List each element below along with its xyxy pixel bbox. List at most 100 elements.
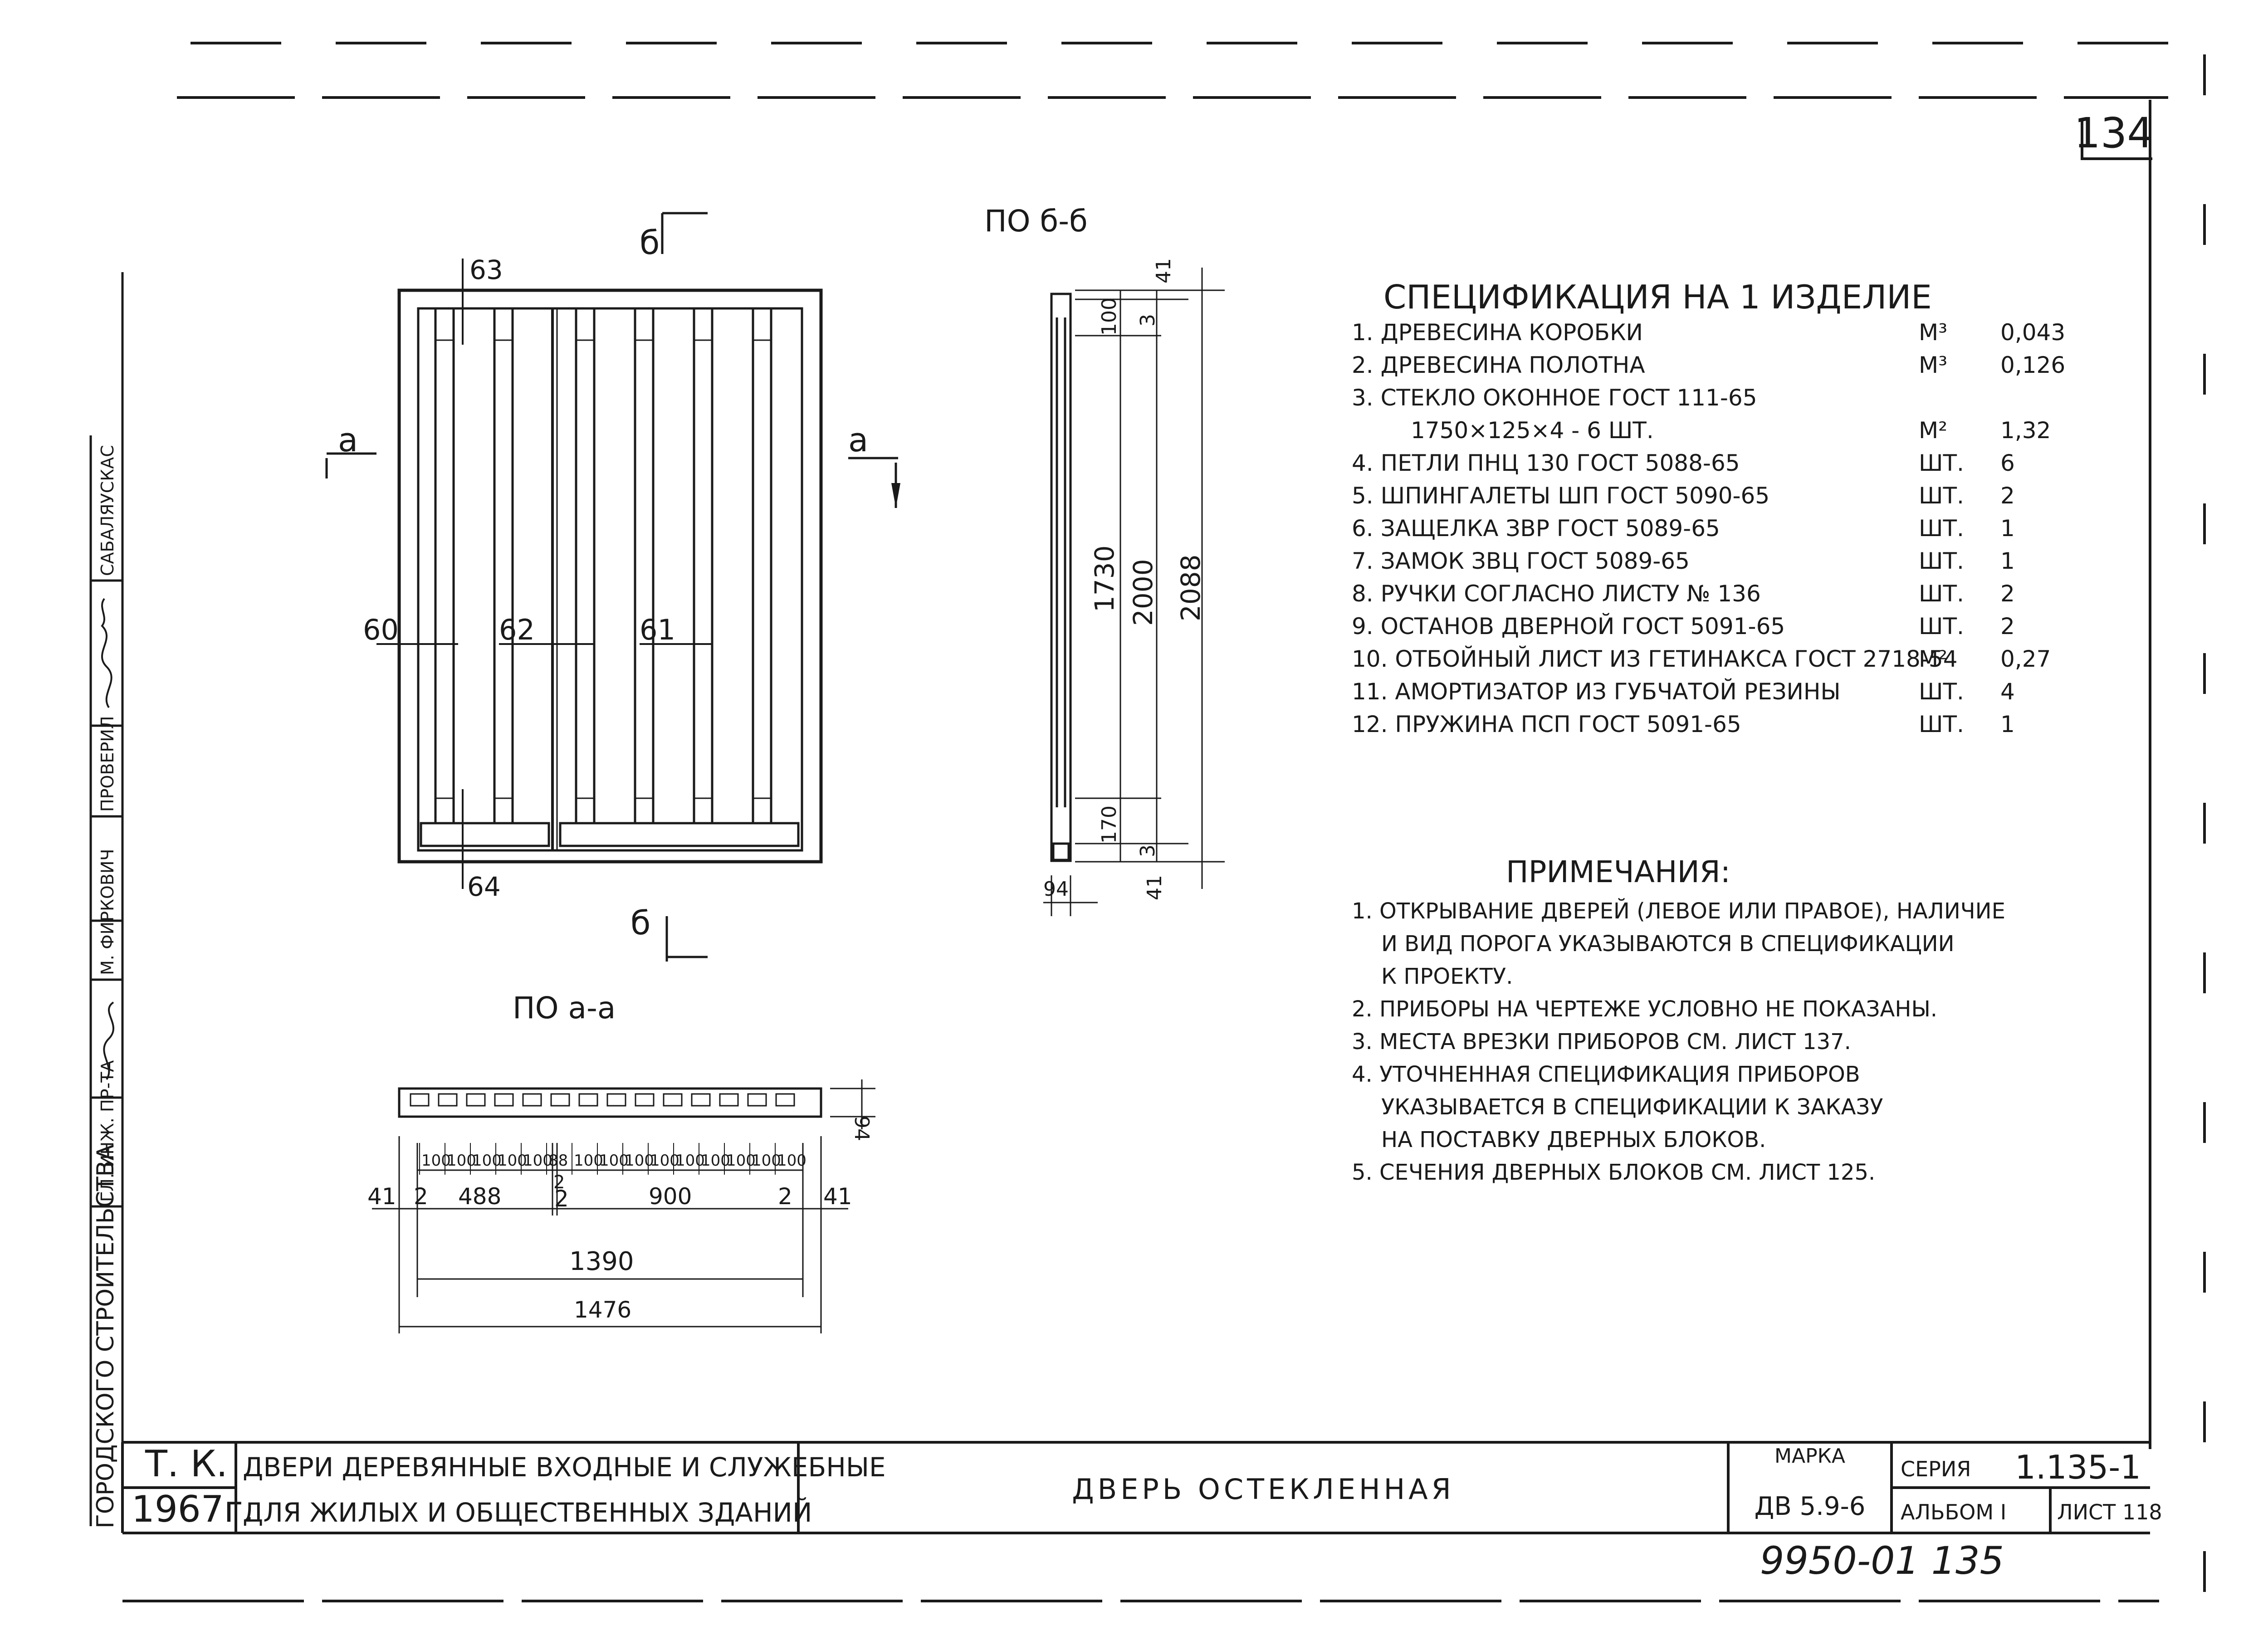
title-block: Т. К. 1967г. ДВЕРИ ДЕРЕВЯННЫЕ ВХОДНЫЕ И … — [121, 1442, 2162, 1534]
spec-item-text: 8. РУЧКИ СОГЛАСНО ЛИСТУ № 136 — [1352, 581, 1761, 607]
glazing-bar-6 — [752, 307, 772, 825]
dim-64: 64 — [467, 871, 501, 902]
notes-lines: 1. ОТКРЫВАНИЕ ДВЕРЕЙ (ЛЕВОЕ ИЛИ ПРАВОЕ),… — [1352, 898, 2005, 1185]
spec-item-text: 2. ДРЕВЕСИНА ПОЛОТНА — [1352, 352, 1645, 378]
aa-pane-13 — [747, 1093, 767, 1107]
spec-item-qty: 1,32 — [2000, 417, 2051, 444]
note-line: 3. МЕСТА ВРЕЗКИ ПРИБОРОВ СМ. ЛИСТ 137. — [1352, 1029, 1851, 1054]
aa-pane-8 — [606, 1093, 626, 1107]
spec-item-qty: 4 — [2000, 679, 2015, 705]
sheet-number-box: 134 — [2074, 109, 2154, 160]
spec-item-unit: М² — [1919, 417, 1947, 444]
aa-pane-1 — [410, 1093, 430, 1107]
sheet-frame — [122, 42, 2214, 1606]
spec-item-text: 6. ЗАЩЕЛКА ЗВР ГОСТ 5089-65 — [1352, 515, 1720, 542]
note-line: 2. ПРИБОРЫ НА ЧЕРТЕЖЕ УСЛОВНО НЕ ПОКАЗАН… — [1352, 996, 1937, 1022]
spec-item-qty: 1 — [2000, 711, 2015, 737]
note-line: УКАЗЫВАЕТСЯ В СПЕЦИФИКАЦИИ К ЗАКАЗУ — [1381, 1094, 1883, 1120]
signature-2 — [101, 598, 112, 708]
front-view: б б а а 63 64 60 62 61 — [325, 212, 900, 962]
section-aa-title: ПО а-а — [513, 991, 616, 1025]
spec-item-unit: ШТ. — [1919, 613, 1964, 639]
tb-sheet-label: ЛИСТ 118 — [2057, 1500, 2162, 1524]
section-aa-dimension-lines — [372, 1136, 848, 1333]
spec-item-text: 5. ШПИНГАЛЕТЫ ШП ГОСТ 5090-65 — [1352, 483, 1769, 509]
dim-94: 94 — [1043, 878, 1069, 901]
dim-2-c: 2 — [554, 1186, 569, 1212]
spec-item-qty: 0,27 — [2000, 646, 2051, 672]
section-label-b-top: б — [640, 224, 660, 262]
tb-album-label: АЛЬБОМ I — [1901, 1500, 2006, 1524]
dim-41-bottom: 41 — [1143, 875, 1166, 900]
dim-3-top: 3 — [1136, 314, 1159, 327]
aa-pane-3 — [466, 1093, 486, 1107]
note-line: И ВИД ПОРОГА УКАЗЫВАЮТСЯ В СПЕЦИФИКАЦИИ — [1381, 931, 1955, 957]
callout-61: 61 — [640, 613, 675, 646]
spec-item-qty: 2 — [2000, 483, 2015, 509]
aa-small-dim-label: 100 — [523, 1152, 552, 1170]
dim-488: 488 — [458, 1183, 501, 1210]
dim-2000: 2000 — [1128, 559, 1158, 626]
aa-pane-7 — [578, 1093, 598, 1107]
aa-small-dim-label: 100 — [599, 1152, 629, 1170]
spec-item-qty: 6 — [2000, 450, 2015, 476]
section-bb-dimensions — [1043, 268, 1225, 916]
dim-3-bottom: 3 — [1136, 845, 1159, 857]
side-role-firkovich: М. ФИРКОВИЧ — [98, 849, 117, 975]
dim-2-d: 2 — [778, 1183, 792, 1210]
section-label-a-left: а — [338, 421, 358, 459]
glazing-bar-5 — [693, 307, 714, 825]
spec-item-unit: М³ — [1919, 352, 1947, 378]
aa-pane-11 — [691, 1093, 711, 1107]
aa-pane-4 — [494, 1093, 514, 1107]
bottom-number: 9950-01 135 — [1760, 1538, 2004, 1583]
notes-title: ПРИМЕЧАНИЯ: — [1506, 854, 1730, 889]
tb-series-label: СЕРИЯ — [1901, 1457, 1971, 1481]
spec-item-text: 4. ПЕТЛИ ПНЦ 130 ГОСТ 5088-65 — [1352, 450, 1740, 476]
aa-small-dim-label: 100 — [472, 1152, 502, 1170]
spec-item-unit: ШТ. — [1919, 581, 1964, 607]
aa-pane-12 — [719, 1093, 739, 1107]
signature-1 — [103, 1001, 114, 1080]
spec-item-unit: М² — [1919, 646, 1947, 672]
dim-1390: 1390 — [569, 1247, 634, 1276]
spec-item-text: 3. СТЕКЛО ОКОННОЕ ГОСТ 111-65 — [1352, 385, 1757, 411]
glazing-bar-2 — [493, 307, 514, 825]
aa-pane-2 — [438, 1093, 458, 1107]
note-line: 1. ОТКРЫВАНИЕ ДВЕРЕЙ (ЛЕВОЕ ИЛИ ПРАВОЕ),… — [1352, 898, 2005, 924]
tb-name-line1: ДВЕРИ ДЕРЕВЯННЫЕ ВХОДНЫЕ И СЛУЖЕБНЫЕ — [243, 1452, 886, 1483]
spec-item-qty: 2 — [2000, 613, 2015, 639]
notes: ПРИМЕЧАНИЯ: 1. ОТКРЫВАНИЕ ДВЕРЕЙ (ЛЕВОЕ … — [1352, 854, 2005, 1185]
aa-pane-6 — [550, 1093, 570, 1107]
side-org: ГОРОДСКОГО СТРОИТЕЛЬСТВА — [92, 1144, 119, 1528]
spec-item-text: 12. ПРУЖИНА ПСП ГОСТ 5091-65 — [1352, 711, 1741, 737]
side-role-chief: ГЛ. ИНЖ. ПР-ТА — [98, 1060, 117, 1202]
spec-item-text: 1750×125×4 - 6 ШТ. — [1411, 417, 1654, 444]
spec-item-unit: М³ — [1919, 319, 1947, 346]
spec-item-qty: 0,126 — [2000, 352, 2065, 378]
aa-small-dim-label: 100 — [777, 1152, 807, 1170]
door-outer-frame — [397, 288, 823, 864]
spec-item-unit: ШТ. — [1919, 711, 1964, 737]
glazing-bars — [434, 307, 772, 825]
side-role-checked: ПРОВЕРИЛ — [98, 716, 117, 812]
dim-2-a: 2 — [414, 1183, 428, 1210]
aa-small-dim-label: 100 — [625, 1152, 654, 1170]
callout-60: 60 — [363, 613, 399, 646]
dim-2-b: 2 — [553, 1172, 565, 1193]
callout-62: 62 — [499, 613, 535, 646]
dim-170: 170 — [1098, 805, 1121, 844]
note-line: 5. СЕЧЕНИЯ ДВЕРНЫХ БЛОКОВ СМ. ЛИСТ 125. — [1352, 1160, 1875, 1185]
spec-item-unit: ШТ. — [1919, 483, 1964, 509]
dim-2088: 2088 — [1175, 554, 1206, 621]
spec-item-qty: 1 — [2000, 548, 2015, 574]
aa-small-dim-label: 100 — [574, 1152, 603, 1170]
dim-900: 900 — [649, 1183, 692, 1210]
glazing-bar-1 — [434, 307, 455, 825]
door-inner-frame — [417, 307, 803, 852]
tb-mark-label: МАРКА — [1774, 1445, 1845, 1468]
dim-63: 63 — [469, 254, 503, 285]
aa-small-dim-label: 100 — [675, 1152, 705, 1170]
